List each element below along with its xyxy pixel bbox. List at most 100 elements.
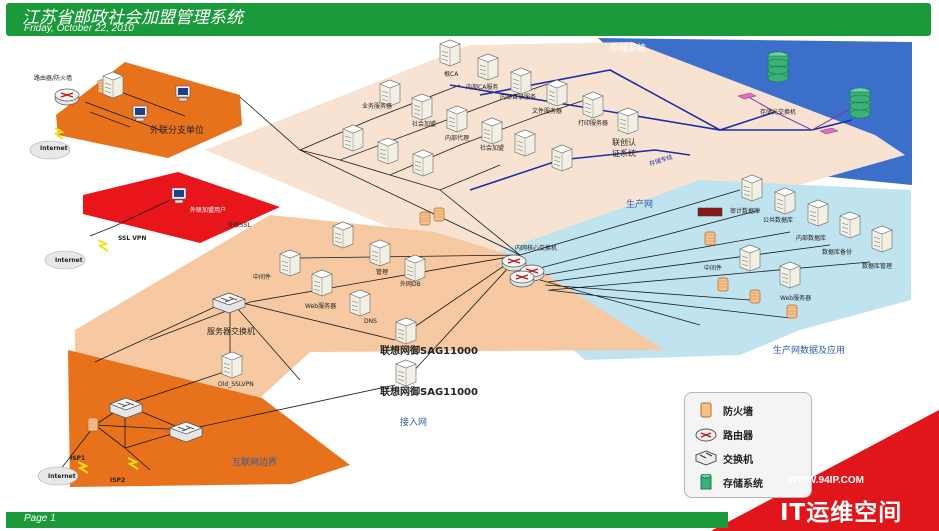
zone-branch	[56, 62, 242, 158]
prod-server-a-icon	[514, 129, 536, 157]
data-firewall-2-icon	[717, 277, 729, 292]
union-auth-label-2: 证系统	[612, 148, 636, 158]
sag-1-server-icon	[395, 317, 417, 345]
root-ca-server-icon	[439, 39, 461, 67]
db-backup-server-icon	[839, 211, 861, 239]
middle-label-2: 中间件	[704, 264, 722, 272]
border-firewall-icon	[87, 417, 99, 432]
print-server-icon	[582, 91, 604, 119]
legend-switch-icon	[695, 450, 717, 466]
footer-bar: Page 1	[6, 512, 728, 528]
internal-proxy-label: 内部代理	[445, 134, 469, 142]
internal-dir-server-icon	[510, 67, 532, 95]
branch-router-icon	[54, 88, 80, 106]
prod-server-d-icon	[377, 137, 399, 165]
internet-label-1: Internet	[40, 145, 68, 152]
legend-switch: 交换机	[695, 449, 753, 467]
internal-dir-label: 内部目录服务	[500, 93, 536, 101]
internal-ca-label: 内部CA服务	[466, 83, 498, 91]
union-auth-server-icon	[617, 107, 639, 135]
prod-firewall-1-icon	[419, 211, 431, 226]
audit-db-server-icon	[741, 174, 763, 202]
internal-db-label: 内部数据库	[796, 234, 826, 242]
legend-router: 路由器	[695, 425, 753, 443]
prod-server-e-icon	[412, 149, 434, 177]
data-firewall-4-icon	[786, 304, 798, 319]
internal-db-server-icon	[807, 199, 829, 227]
join-label-1: 社会加盟	[412, 120, 436, 128]
internet-label-3: Internet	[48, 473, 76, 480]
db-mgmt-label: 数据库管理	[862, 262, 892, 270]
access-server-a-icon	[332, 221, 354, 249]
public-db-label: 公共数据库	[763, 216, 793, 224]
print-server-label: 打印服务器	[578, 119, 608, 127]
zone-label-production-data: 生产网数据及应用	[773, 344, 845, 356]
branch-server-icon	[102, 71, 124, 99]
zone-label-vpn: 外联SSL	[228, 221, 252, 229]
prod-firewall-2-icon	[433, 207, 445, 222]
zone-label-branch: 外联分支单位	[150, 124, 204, 136]
union-auth-label-1: 联创认	[612, 137, 636, 147]
watermark-brand: IT运维空间	[780, 500, 903, 526]
old-sslvpn-label: Old_SSLVPN	[218, 381, 254, 388]
prod-server-c-icon	[342, 124, 364, 152]
legend-storage: 存储系统	[695, 473, 763, 491]
vpn-user-label: 外联加盟用户	[190, 206, 226, 214]
legend-router-icon	[695, 428, 717, 442]
router-firewall-label: 路由器/防火墙	[34, 74, 72, 82]
web-server-2-label: Web服务器	[780, 294, 811, 302]
sag-2-label: 联想网御SAG11000	[380, 385, 478, 398]
join-server-2-icon	[481, 117, 503, 145]
sag-1-label: 联想网御SAG11000	[380, 344, 478, 357]
internal-ca-server-icon	[477, 53, 499, 81]
web-server-1-icon	[311, 269, 333, 297]
data-firewall-3-icon	[749, 289, 761, 304]
dns-label: DNS	[364, 318, 377, 325]
legend: 防火墙 路由器 交换机 存储系统	[684, 392, 812, 498]
server-switch-label: 服务器交换机	[207, 326, 255, 336]
web-server-2-icon	[779, 261, 801, 289]
db-mgmt-server-icon	[871, 225, 893, 253]
internet-label-2: Internet	[55, 257, 83, 264]
zone-label-access: 接入网	[400, 416, 427, 428]
join-server-1-icon	[411, 93, 433, 121]
page-number: Page 1	[24, 513, 56, 524]
join-label-2: 社会加盟	[480, 144, 504, 152]
legend-firewall: 防火墙	[695, 401, 753, 419]
isp1-label: ISP1	[70, 455, 85, 462]
header-bar: 江苏省邮政社会加盟管理系统 Friday, October 22, 2010	[6, 3, 931, 36]
old-sslvpn-server-icon	[221, 351, 243, 379]
file-server-label: 文件服务器	[532, 107, 562, 115]
web-server-1-label: Web服务器	[305, 302, 336, 310]
legend-firewall-icon	[700, 402, 712, 418]
middle-server-2-icon	[739, 244, 761, 272]
file-server-icon	[546, 79, 568, 107]
zone-label-internet-border: 互联网边界	[232, 457, 277, 468]
zone-internet-border	[68, 350, 350, 487]
watermark-triangle	[711, 410, 939, 531]
core-switch-label: 内网核心交换机	[515, 244, 557, 252]
ssl-vpn-label: SSL VPN	[118, 235, 146, 242]
data-firewall-1-icon	[704, 231, 716, 246]
storage-disk-1-icon	[767, 51, 789, 83]
page-date: Friday, October 22, 2010	[24, 23, 134, 34]
page-title: 江苏省邮政社会加盟管理系统	[22, 8, 243, 28]
prod-server-b-icon	[551, 144, 573, 172]
internal-proxy-server-icon	[446, 105, 468, 133]
sag-2-server-icon	[395, 359, 417, 387]
db-backup-label: 数据库备份	[822, 248, 852, 256]
manage-label: 管理	[376, 268, 388, 276]
watermark-url: WWW.94IP.COM	[788, 475, 864, 486]
zone-label-production: 生产网	[626, 198, 653, 210]
zone-label-storage: 存储系统	[610, 42, 646, 54]
business-server-label: 业务服务器	[362, 102, 392, 110]
root-ca-label: 根CA	[444, 70, 459, 78]
middle-server-1-icon	[279, 249, 301, 277]
manage-server-icon	[369, 239, 391, 267]
storage-net-label: 存储光交换机	[760, 108, 796, 116]
external-db-server-icon	[404, 254, 426, 282]
audit-db-label: 审计数据库	[730, 207, 760, 215]
public-db-server-icon	[774, 187, 796, 215]
zone-vpn	[83, 172, 280, 243]
